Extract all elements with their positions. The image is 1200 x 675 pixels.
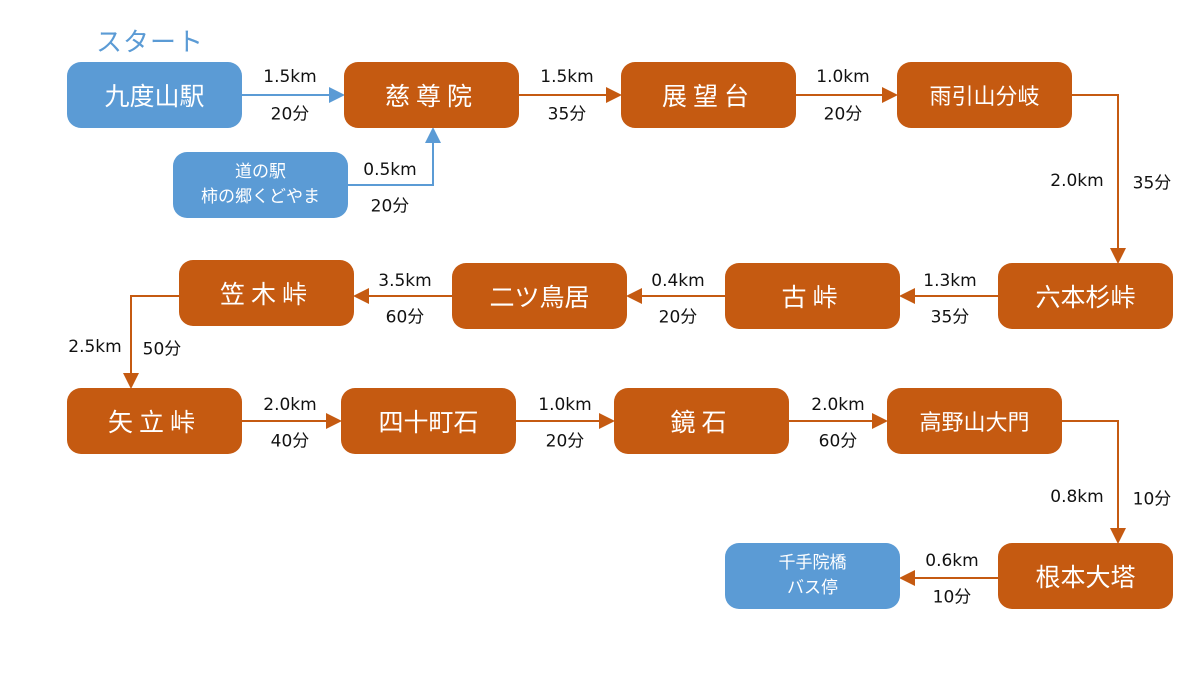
edge-time: 50分: [142, 339, 182, 360]
node-kudoyama-station: 九度山駅: [67, 62, 242, 128]
start-label: スタート: [96, 28, 205, 58]
edge-distance: 2.5km: [68, 337, 122, 357]
node-michinoeki-line2: 柿の郷くどやま: [201, 187, 320, 207]
node-jisonin: 慈尊院: [344, 62, 519, 128]
edge-distance: 0.6km: [925, 551, 979, 571]
edge-time: 20分: [545, 431, 585, 452]
edge-distance: 0.8km: [1050, 487, 1104, 507]
edge-time: 35分: [1132, 173, 1172, 194]
edge-time: 20分: [823, 104, 863, 125]
edge-distance: 0.4km: [651, 271, 705, 291]
edge-distance: 1.5km: [263, 67, 317, 87]
edge-time: 20分: [270, 104, 310, 125]
edge-time: 10分: [1132, 489, 1172, 510]
node-shijucho-ishi: 四十町石: [341, 388, 516, 454]
edge-time: 35分: [930, 307, 970, 328]
node-senjuin-line2: バス停: [787, 578, 838, 598]
node-michinoeki: 道の駅 柿の郷くどやま: [173, 152, 348, 218]
edge-distance: 2.0km: [263, 395, 317, 415]
node-roppon-sugi-pass: 六本杉峠: [998, 263, 1173, 329]
arrow-amabiki-roppon: [1072, 94, 1126, 264]
edge-distance: 0.5km: [363, 160, 417, 180]
node-senjuin-line1: 千手院橋: [778, 553, 847, 573]
node-furu-pass: 古峠: [725, 263, 900, 329]
node-koyasan-daimon: 高野山大門: [887, 388, 1062, 454]
edge-time: 60分: [818, 431, 858, 452]
edge-distance: 2.0km: [811, 395, 865, 415]
node-tenbodai: 展望台: [621, 62, 796, 128]
node-amabiki-junction: 雨引山分岐: [897, 62, 1072, 128]
edge-distance: 2.0km: [1050, 171, 1104, 191]
node-konpon-daito: 根本大塔: [998, 543, 1173, 609]
node-kasagi-pass: 笠木峠: [179, 260, 354, 326]
node-yatate-pass: 矢立峠: [67, 388, 242, 454]
edge-distance: 1.3km: [923, 271, 977, 291]
edge-time: 35分: [547, 104, 587, 125]
edge-time: 60分: [385, 307, 425, 328]
edge-distance: 1.5km: [540, 67, 594, 87]
edge-time: 20分: [370, 196, 410, 217]
edge-distance: 1.0km: [538, 395, 592, 415]
edge-time: 40分: [270, 431, 310, 452]
arrow-daimon-konpon: [1062, 420, 1126, 544]
arrow-kasagi-yatate: [123, 295, 179, 389]
edge-distance: 1.0km: [816, 67, 870, 87]
node-michinoeki-line1: 道の駅: [235, 162, 286, 182]
arrow-michinoeki-jisonin: [348, 127, 441, 186]
edge-time: 10分: [932, 587, 972, 608]
edge-distance: 3.5km: [378, 271, 432, 291]
node-kagami-ishi: 鏡石: [614, 388, 789, 454]
node-senjuin-bridge-bus-stop: 千手院橋 バス停: [725, 543, 900, 609]
edge-time: 20分: [658, 307, 698, 328]
node-futatsu-torii: 二ツ鳥居: [452, 263, 627, 329]
